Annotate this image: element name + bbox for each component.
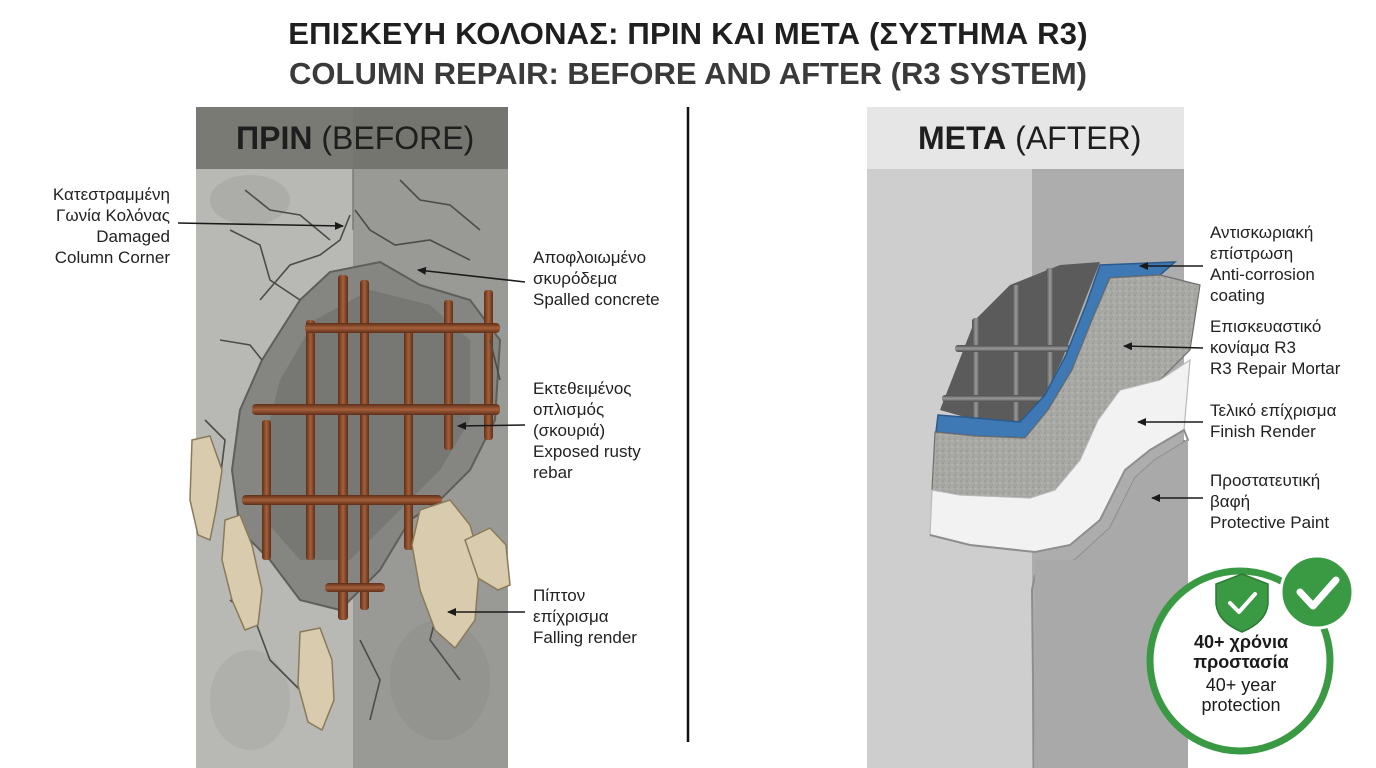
label-damaged-corner: Κατεστραμμένη Γωνία Κολόνας Damaged Colu… (20, 184, 170, 268)
badge-line: protection (1201, 695, 1281, 715)
label-line: Κατεστραμμένη (52, 185, 170, 204)
badge-line: προστασία (1193, 652, 1289, 672)
label-line: Γωνία Κολόνας (56, 206, 170, 225)
label-line: Anti-corrosion (1210, 265, 1315, 284)
shield-check-icon (1228, 592, 1257, 614)
arrow-spalled-concrete (417, 266, 526, 283)
badge-text-english: 40+ year protection (1146, 675, 1336, 715)
after-heading-rest: (AFTER) (1006, 120, 1142, 156)
stain (390, 620, 490, 740)
label-line: επίστρωση (1210, 244, 1294, 263)
label-repair-mortar: Επισκευαστικό κονίαμα R3 R3 Repair Morta… (1210, 316, 1340, 379)
shield-icon (1215, 573, 1269, 633)
label-line: Spalled concrete (533, 290, 660, 309)
label-line: Protective Paint (1210, 513, 1330, 532)
label-line: σκυρόδεμα (533, 269, 618, 288)
protective-paint-face (1034, 440, 1188, 768)
title-english: COLUMN REPAIR: BEFORE AND AFTER (R3 SYST… (0, 56, 1376, 92)
after-column (867, 107, 1201, 768)
label-line: κονίαμα R3 (1210, 338, 1296, 357)
label-protective-paint: Προστατευτική βαφή Protective Paint (1210, 470, 1329, 533)
label-line: Αποφλοιωμένο (533, 248, 647, 267)
badge-line: 40+ year (1205, 675, 1277, 695)
rusty-rebar (242, 275, 500, 620)
before-column (189, 107, 511, 768)
label-spalled-concrete: Αποφλοιωμένο σκυρόδεμα Spalled concrete (533, 247, 660, 310)
label-line: (σκουριά) (533, 421, 606, 440)
clean-rebar (942, 268, 1075, 428)
title-english-rest: BEFORE AND AFTER (R3 SYSTEM) (558, 56, 1087, 91)
label-line: Τελικό επίχρισμα (1210, 401, 1337, 420)
label-line: rebar (533, 463, 573, 482)
label-line: R3 Repair Mortar (1210, 359, 1341, 378)
label-line: Προστατευτική (1210, 471, 1321, 490)
after-heading: ΜΕΤΑ (AFTER) (918, 120, 1141, 157)
protection-badge (1146, 554, 1355, 755)
label-finish-render: Τελικό επίχρισμα Finish Render (1210, 400, 1336, 442)
before-heading-bold: ΠΡΙΝ (236, 120, 313, 156)
label-line: επίχρισμα (533, 607, 609, 626)
label-line: Επισκευαστικό (1210, 317, 1322, 336)
label-line: Εκτεθειμένος (533, 379, 632, 398)
label-anti-corrosion: Αντισκωριακή επίστρωση Anti-corrosion co… (1210, 222, 1315, 306)
label-falling-render: Πίπτον επίχρισμα Falling render (533, 585, 637, 648)
label-line: Exposed rusty (533, 442, 641, 461)
label-line: Πίπτον (533, 586, 586, 605)
label-line: Falling render (533, 628, 637, 647)
badge-line: 40+ χρόνια (1193, 632, 1289, 652)
badge-ring (1146, 567, 1334, 755)
title-english-bold: COLUMN REPAIR: (289, 56, 559, 91)
check-circle-icon (1279, 554, 1355, 630)
after-header-band (867, 107, 1184, 169)
before-heading: ΠΡΙΝ (BEFORE) (236, 120, 474, 157)
stain (210, 175, 290, 225)
arrow-exposed-rebar (457, 421, 526, 430)
label-line: Αντισκωριακή (1210, 223, 1314, 242)
label-line: βαφή (1210, 492, 1251, 511)
label-line: coating (1210, 286, 1265, 305)
check-mark-icon (1296, 576, 1340, 610)
arrow-damaged-corner (177, 221, 344, 230)
label-line: οπλισμός (533, 400, 605, 419)
leader-lines (177, 221, 1204, 616)
before-heading-rest: (BEFORE) (312, 120, 475, 156)
label-line: Column Corner (54, 248, 170, 267)
stain (210, 650, 290, 750)
after-heading-bold: ΜΕΤΑ (918, 120, 1007, 156)
before-header-band (196, 107, 508, 169)
arrow-repair-mortar (1123, 342, 1204, 351)
title-greek: ΕΠΙΣΚΕΥΗ ΚΟΛΟΝΑΣ: ΠΡΙΝ ΚΑΙ ΜΕΤΑ (ΣΥΣΤΗΜΑ… (288, 16, 1088, 51)
label-exposed-rebar: Εκτεθειμένος οπλισμός (σκουριά) Exposed … (533, 378, 641, 483)
badge-text-greek: 40+ χρόνια προστασία (1146, 632, 1336, 672)
label-line: Finish Render (1210, 422, 1316, 441)
label-line: Damaged (96, 227, 170, 246)
falling-render-flakes (189, 435, 511, 732)
